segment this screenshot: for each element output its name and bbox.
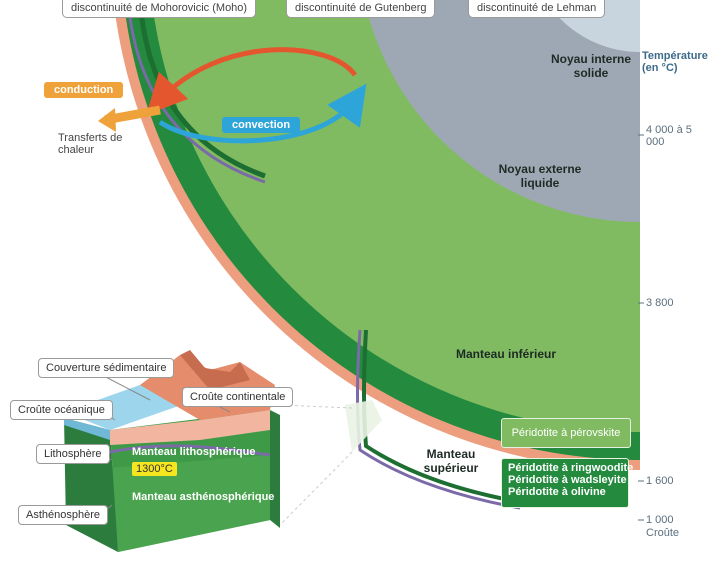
temperature-badge: 1300°C xyxy=(132,462,177,476)
heat-transfer-label: Transferts de chaleur xyxy=(58,132,123,156)
lithospheric-mantle-label: Manteau lithosphérique xyxy=(132,446,256,458)
lower-mantle-label: Manteau inférieur xyxy=(456,347,557,361)
temp-value-3800: 3 800 xyxy=(646,297,674,309)
inner-core-label: Noyau interne solide xyxy=(550,52,631,80)
outer-core-layer xyxy=(364,0,640,222)
crust-scale-label: Croûte xyxy=(646,527,680,539)
wadsleyite-label: Péridotite à wadsleyite xyxy=(508,474,627,486)
asthenospheric-mantle-label: Manteau asthénosphérique xyxy=(132,491,275,503)
conduction-label: conduction xyxy=(44,82,124,98)
temp-value-1000: 1 000 xyxy=(646,514,674,526)
sediment-cover-label: Couverture sédimentaire xyxy=(38,358,175,378)
oceanic-crust-label: Croûte océanique xyxy=(10,400,113,420)
gutenberg-label: discontinuité de Gutenberg xyxy=(286,0,436,18)
convection-arrow-lower xyxy=(158,83,367,144)
lehman-label: discontinuité de Lehman xyxy=(468,0,606,18)
ringwoodite-label: Péridotite à ringwoodite xyxy=(508,462,634,474)
outer-core-label: Noyau externe liquide xyxy=(498,162,582,190)
moho-label: discontinuité de Mohorovicic (Moho) xyxy=(62,0,257,18)
temperature-title: Température (en °C) xyxy=(642,50,708,74)
asthenosphere-label: Asthénosphère xyxy=(18,505,108,525)
perovskite-box: Péridotite à pérovskite xyxy=(501,418,631,448)
convection-label: convection xyxy=(222,117,301,133)
temp-value-core: 4 000 à 5 000 xyxy=(646,124,692,148)
upper-mantle-rocks-box: Péridotite à ringwoodite Péridotite à wa… xyxy=(501,458,634,508)
upper-mantle-label: Manteau supérieur xyxy=(423,447,479,475)
olivine-label: Péridotite à olivine xyxy=(508,486,606,498)
continental-crust-label: Croûte continentale xyxy=(182,387,294,407)
lithosphere-label: Lithosphère xyxy=(36,444,110,464)
convection-arrow-upper xyxy=(146,47,358,115)
temp-value-1600: 1 600 xyxy=(646,475,674,487)
